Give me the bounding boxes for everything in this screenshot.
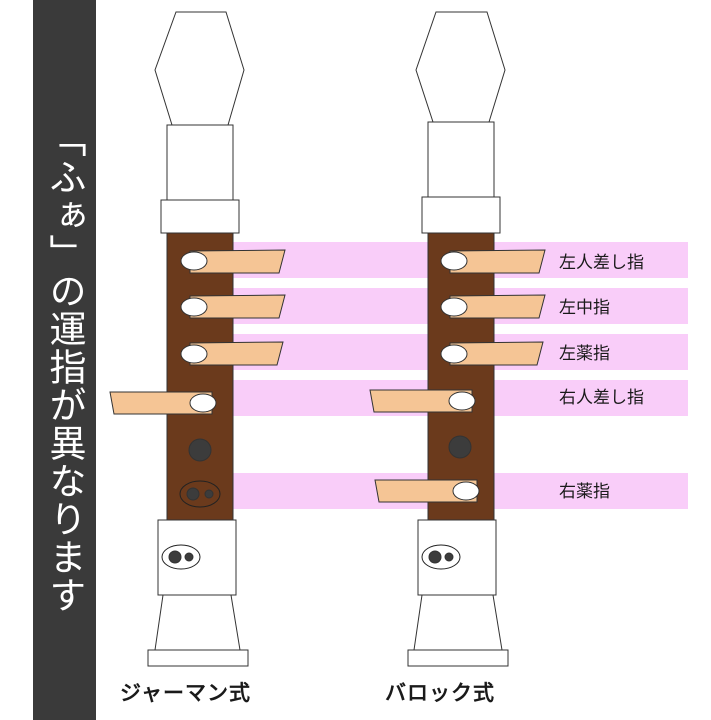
page-title: 「ふぁ」の運指が異なります (43, 120, 86, 614)
finger-right-index (369, 389, 476, 413)
foot-double-hole (168, 550, 182, 564)
finger-right-ring (374, 479, 480, 503)
caption-baroque: バロック式 (385, 681, 495, 705)
tone-hole (448, 435, 472, 459)
side-banner: 「ふぁ」の運指が異なります (33, 0, 96, 720)
recorder-neck (166, 124, 234, 201)
finger-right-index (109, 391, 217, 415)
recorder-head (154, 11, 245, 126)
recorder-wood-body (166, 232, 234, 521)
finger-left-ring (440, 341, 544, 366)
finger-left-ring (180, 341, 284, 366)
recorder-joint-ring (160, 199, 240, 234)
tone-hole (188, 438, 212, 462)
recorder-bell-base (407, 649, 509, 667)
recorder-bell-base (147, 649, 249, 667)
recorder-bell (413, 594, 503, 651)
finger-label-left-middle: 左中指 (559, 298, 610, 318)
finger-left-middle (440, 294, 546, 319)
recorder-head (415, 11, 506, 123)
recorder-neck (427, 121, 495, 198)
finger-label-right-index: 右人差し指 (559, 388, 644, 408)
recorder-wood-body (427, 232, 495, 521)
finger-left-index (180, 249, 286, 274)
finger-label-right-ring: 右薬指 (559, 482, 610, 502)
finger-left-index (440, 249, 546, 274)
finger-label-left-index: 左人差し指 (559, 253, 644, 273)
caption-german: ジャーマン式 (120, 681, 251, 705)
foot-double-hole (184, 552, 194, 562)
finger-label-left-ring: 左薬指 (559, 344, 610, 364)
recorder-joint-ring (421, 196, 501, 234)
finger-left-middle (180, 294, 286, 319)
double-hole (204, 489, 214, 499)
recorder-bell (154, 594, 241, 651)
recorder-baroque (369, 11, 546, 667)
recorder-german (109, 11, 286, 667)
foot-double-hole (444, 552, 454, 562)
double-hole-outline (179, 480, 221, 508)
foot-double-hole (428, 550, 442, 564)
double-hole (186, 487, 200, 501)
